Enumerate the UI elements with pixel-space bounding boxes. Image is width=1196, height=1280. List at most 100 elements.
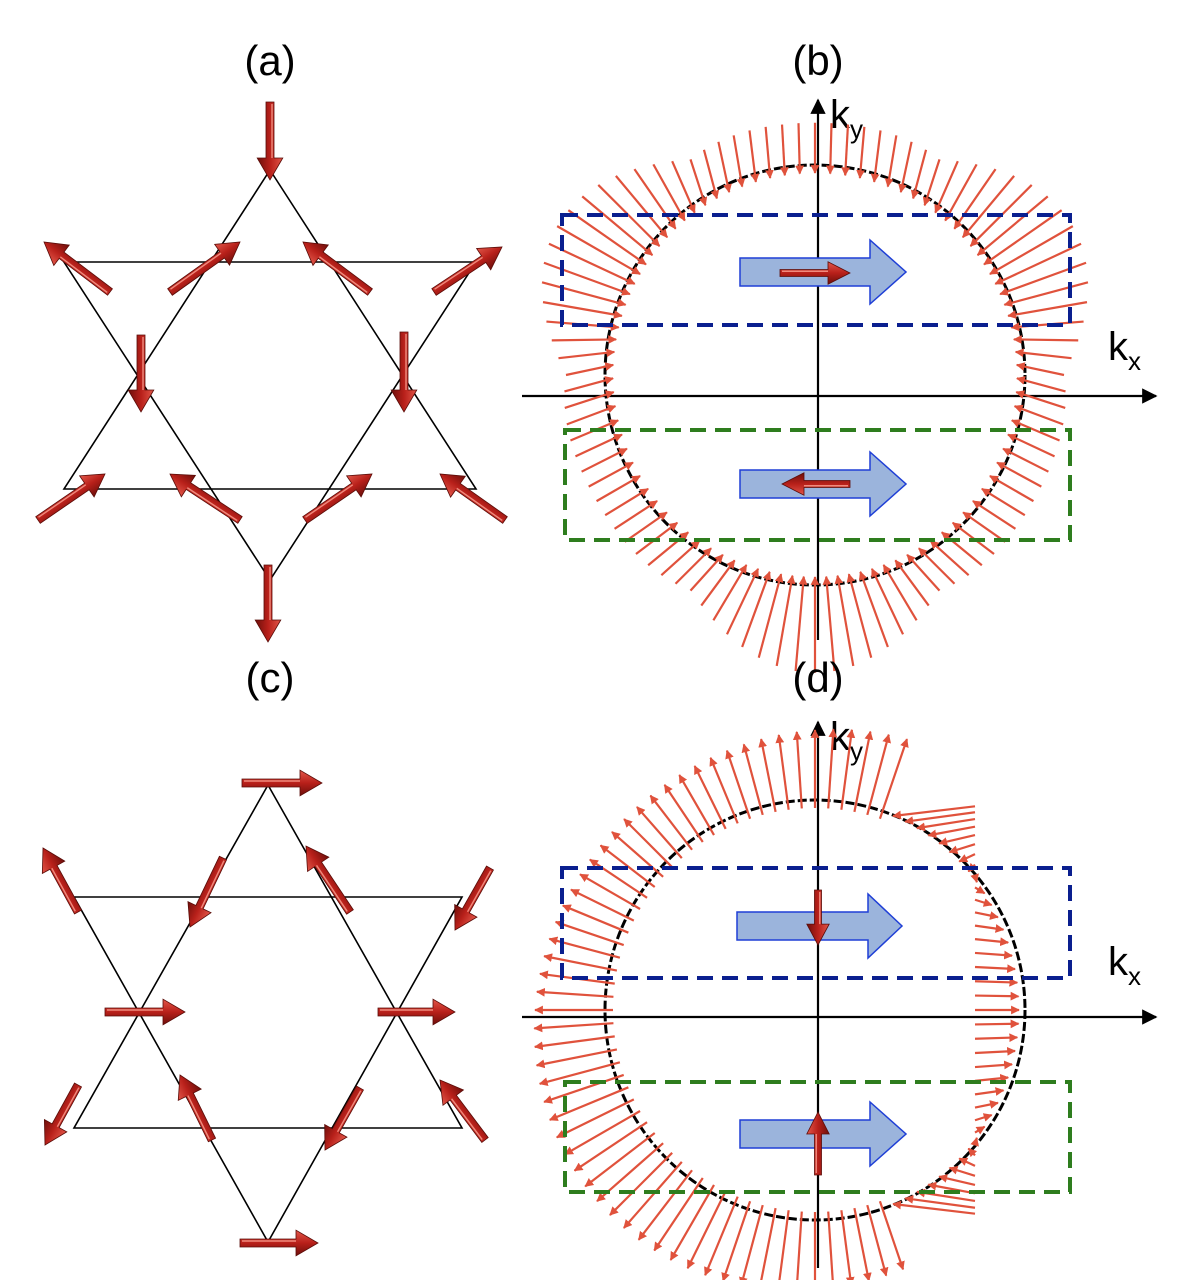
texture-arrow <box>795 123 805 175</box>
texture-arrow <box>581 447 628 473</box>
spin-arrow <box>169 473 243 524</box>
texture-arrow <box>870 130 882 183</box>
texture-arrow <box>649 794 693 851</box>
spin-arrow <box>239 1229 319 1257</box>
panel-b: (b) kx ky <box>522 37 1158 673</box>
texture-arrow <box>1003 281 1089 307</box>
texture-arrow <box>974 977 1019 987</box>
texture-arrow <box>953 168 997 230</box>
texture-arrow <box>704 1196 739 1277</box>
texture-arrow <box>615 175 669 239</box>
texture-arrow <box>827 1211 838 1280</box>
texture-arrow <box>981 487 1026 517</box>
net-spin-arrow-upper <box>779 261 851 285</box>
texture-arrow <box>624 511 668 543</box>
net-spin-arrow-lower <box>806 1111 830 1176</box>
texture-arrow <box>573 1121 648 1172</box>
lattice-triangle-up <box>62 168 478 490</box>
texture-arrow <box>904 1195 976 1209</box>
texture-arrow <box>974 911 999 920</box>
spin-arrow <box>41 847 83 915</box>
spin-arrow <box>439 1079 489 1143</box>
texture-arrow <box>904 811 976 825</box>
texture-arrow <box>974 1033 1019 1043</box>
texture-arrow <box>551 335 618 344</box>
texture-arrow <box>916 817 976 832</box>
texture-arrow <box>758 738 777 813</box>
lattice-triangle-up <box>72 783 464 1129</box>
texture-arrow <box>1014 348 1072 360</box>
texture-arrow <box>866 733 891 816</box>
texture-arrow <box>858 571 889 648</box>
texture-arrow <box>717 141 732 194</box>
panel-label-b: (b) <box>792 37 843 84</box>
texture-arrow <box>689 159 708 207</box>
texture-arrow <box>570 888 635 922</box>
spin-arrow <box>167 241 241 296</box>
texture-arrow <box>678 774 715 836</box>
kx-axis-label: kx <box>1108 940 1141 991</box>
texture-arrow <box>548 1086 629 1121</box>
texture-arrow <box>554 920 625 947</box>
texture-arrow <box>967 1147 978 1158</box>
texture-arrow <box>929 539 970 577</box>
texture-arrow <box>892 805 976 820</box>
texture-arrow <box>775 574 796 667</box>
texture-arrow <box>633 168 677 230</box>
spin-arrow <box>806 889 830 946</box>
texture-arrow <box>538 1061 621 1086</box>
texture-arrow <box>974 1100 999 1109</box>
lower-dashed-box <box>563 428 1072 542</box>
spin-arrow <box>256 101 284 181</box>
texture-arrow <box>974 937 1010 947</box>
texture-arrow <box>1013 404 1064 426</box>
texture-arrow <box>989 475 1035 503</box>
spin-arrow <box>439 473 508 524</box>
texture-arrow <box>892 1200 976 1215</box>
spin-arrow <box>35 473 106 524</box>
texture-arrow <box>894 559 930 607</box>
texture-arrow <box>962 511 1006 543</box>
upper-dashed-box <box>560 213 1072 327</box>
texture-arrow <box>938 1174 976 1187</box>
texture-arrow <box>565 362 615 377</box>
texture-arrow <box>1002 447 1049 473</box>
texture-arrow <box>637 1169 693 1241</box>
texture-arrow <box>853 1207 872 1280</box>
texture-arrow <box>721 1200 752 1280</box>
texture-arrow <box>566 404 617 426</box>
texture-arrow <box>739 1204 764 1280</box>
texture-arrow <box>983 209 1063 266</box>
texture-arrow <box>669 1184 715 1261</box>
texture-arrow <box>636 806 683 859</box>
texture-arrow <box>841 124 851 177</box>
lattice-triangle-down <box>62 261 478 582</box>
spin-arrow <box>431 246 503 296</box>
texture-arrow <box>941 531 983 567</box>
texture-arrow <box>564 376 614 393</box>
spin-arrow <box>779 261 851 285</box>
texture-arrow <box>822 575 836 672</box>
texture-arrow <box>556 225 641 275</box>
texture-arrow <box>878 738 909 820</box>
texture-arrow <box>1015 362 1065 377</box>
net-spin-arrow-lower <box>781 472 851 496</box>
panel-label-d: (d) <box>792 654 843 701</box>
kagome-lattice-c <box>72 783 464 1244</box>
spin-arrow <box>806 1111 830 1176</box>
texture-arrow <box>725 749 752 820</box>
spin-arrow <box>254 564 282 643</box>
spin-arrows-a <box>35 101 508 643</box>
texture-arrow <box>796 1211 803 1280</box>
texture-arrow <box>533 1022 614 1033</box>
texture-arrow <box>878 1200 905 1271</box>
lower-dashed-box <box>563 1080 1072 1194</box>
texture-arrow <box>647 531 689 567</box>
texture-arrow <box>564 390 615 409</box>
texture-arrow <box>1015 390 1066 409</box>
texture-arrow <box>898 141 913 194</box>
texture-arrow <box>827 728 838 809</box>
texture-arrow <box>996 461 1042 488</box>
panel-label-a: (a) <box>244 37 295 84</box>
